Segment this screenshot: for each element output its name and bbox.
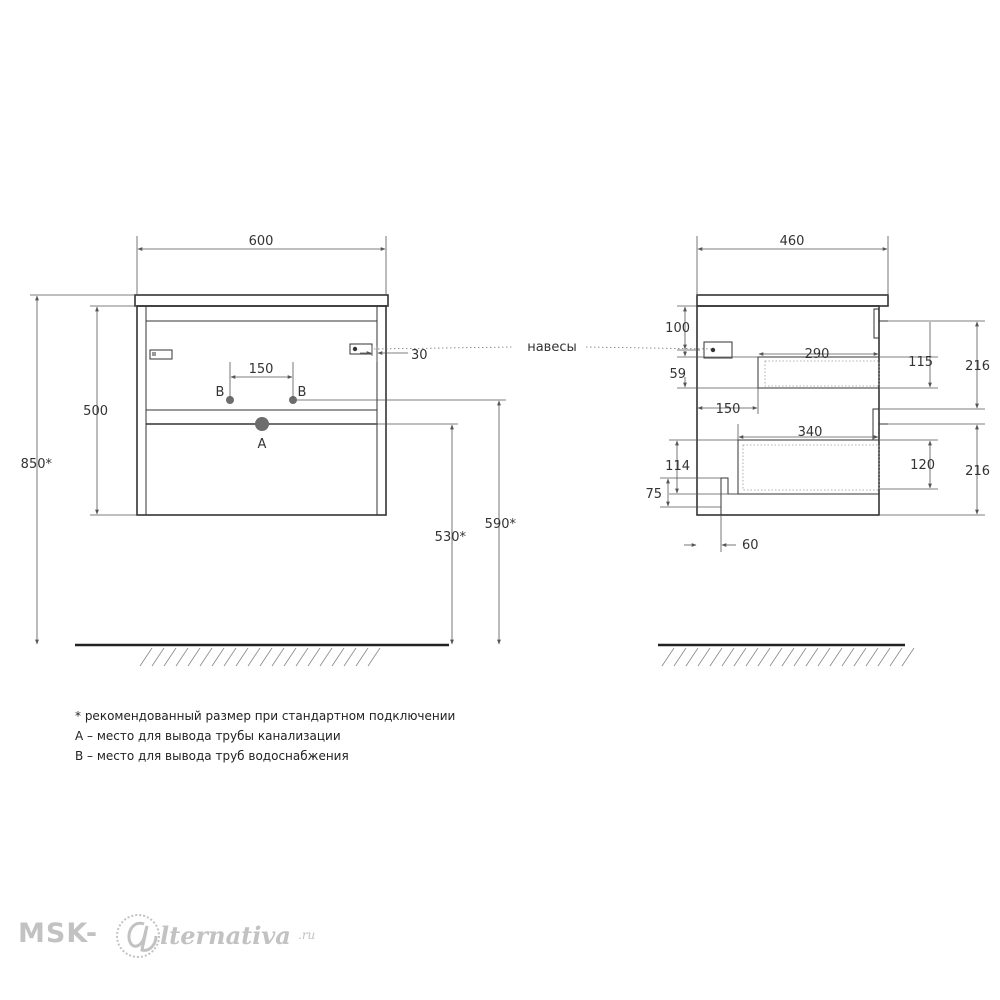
dim-pipe-spacing: 150 xyxy=(249,362,274,377)
hatch-line xyxy=(283,647,297,667)
hatch-line xyxy=(223,647,237,667)
hatch-line xyxy=(661,647,675,667)
hatch-line xyxy=(757,647,771,667)
hatch-line xyxy=(853,647,867,667)
side-dimensions xyxy=(660,236,985,552)
side-body xyxy=(696,305,880,516)
dim-hinge-offset: 30 xyxy=(411,348,428,363)
floor-front-hatch xyxy=(139,647,381,667)
siphon-notch xyxy=(720,477,738,515)
hatch-line xyxy=(199,647,213,667)
callout-label: навесы xyxy=(527,340,577,355)
dim-side-115: 115 xyxy=(908,355,933,370)
dim-side-290: 290 xyxy=(805,347,830,362)
hatch-line xyxy=(781,647,795,667)
front-dimensions xyxy=(30,236,506,645)
hatch-line xyxy=(271,647,285,667)
logo-main: MSK- xyxy=(18,918,99,949)
hatch-line xyxy=(367,647,381,667)
hatch-line xyxy=(889,647,903,667)
hatch-line xyxy=(769,647,783,667)
dim-side-75: 75 xyxy=(645,487,662,502)
dim-height-b: 590* xyxy=(485,517,517,532)
dim-side-59: 59 xyxy=(669,367,686,382)
pipe-a-label: A xyxy=(258,437,267,452)
hatch-line xyxy=(709,647,723,667)
dim-side-60: 60 xyxy=(742,538,759,553)
hatch-line xyxy=(259,647,273,667)
hatch-line xyxy=(733,647,747,667)
notes: * рекомендованный размер при стандартном… xyxy=(75,706,455,766)
pipe-b-left xyxy=(226,396,234,404)
hatch-line xyxy=(139,647,153,667)
at-icon xyxy=(116,914,160,958)
note-recommended: * рекомендованный размер при стандартном… xyxy=(75,709,456,723)
pipe-a xyxy=(255,417,269,431)
hatch-line xyxy=(319,647,333,667)
dim-side-150: 150 xyxy=(716,402,741,417)
front-countertop xyxy=(134,294,389,307)
hinge-left xyxy=(149,349,173,360)
hatch-line xyxy=(175,647,189,667)
hatch-line xyxy=(697,647,711,667)
pipe-b-left-label: B xyxy=(216,385,225,400)
dim-side-216-top: 216 xyxy=(965,359,990,374)
pipe-b-right xyxy=(289,396,297,404)
hatch-line xyxy=(673,647,687,667)
hatch-line xyxy=(151,647,165,667)
dim-side-340: 340 xyxy=(798,425,823,440)
dim-side-100: 100 xyxy=(665,321,690,336)
dim-side-114: 114 xyxy=(665,459,690,474)
hatch-line xyxy=(343,647,357,667)
dim-side-depth: 460 xyxy=(780,234,805,249)
hatch-line xyxy=(247,647,261,667)
side-hinge xyxy=(703,341,733,359)
hatch-line xyxy=(829,647,843,667)
side-front-upper xyxy=(873,308,879,339)
hatch-line xyxy=(307,647,321,667)
hatch-line xyxy=(745,647,759,667)
logo-domain: .ru xyxy=(298,928,316,942)
note-b: В – место для вывода труб водоснабжения xyxy=(75,749,349,763)
hatch-line xyxy=(235,647,249,667)
dim-front-width: 600 xyxy=(249,234,274,249)
watermark-logo: MSK- lternativa .ru xyxy=(18,902,338,972)
side-countertop xyxy=(696,294,889,307)
callout-line-right xyxy=(585,346,713,350)
logo-rest: lternativa xyxy=(160,921,291,950)
hatch-line xyxy=(721,647,735,667)
callout-line-left xyxy=(373,346,513,350)
hatch-line xyxy=(841,647,855,667)
hatch-line xyxy=(211,647,225,667)
hatch-line xyxy=(865,647,879,667)
hatch-line xyxy=(817,647,831,667)
hatch-line xyxy=(163,647,177,667)
hatch-line xyxy=(901,647,915,667)
note-a: А – место для вывода трубы канализации xyxy=(75,729,341,743)
dim-front-height-body: 500 xyxy=(83,404,108,419)
dim-side-216-bottom: 216 xyxy=(965,464,990,479)
hatch-line xyxy=(295,647,309,667)
hatch-line xyxy=(355,647,369,667)
dim-height-a: 530* xyxy=(435,530,467,545)
hatch-line xyxy=(793,647,807,667)
front-view xyxy=(134,294,389,516)
hatch-line xyxy=(805,647,819,667)
side-view xyxy=(696,294,889,516)
hatch-line xyxy=(331,647,345,667)
pipe-b-right-label: B xyxy=(298,385,307,400)
hatch-line xyxy=(187,647,201,667)
hatch-line xyxy=(877,647,891,667)
side-front-lower xyxy=(872,408,879,441)
hatch-line xyxy=(685,647,699,667)
floor-side-hatch xyxy=(661,647,915,667)
upper-drawer xyxy=(757,356,880,389)
lower-drawer xyxy=(737,439,879,495)
dim-side-120: 120 xyxy=(910,458,935,473)
front-body xyxy=(136,305,387,516)
dim-front-height-total: 850* xyxy=(21,457,53,472)
